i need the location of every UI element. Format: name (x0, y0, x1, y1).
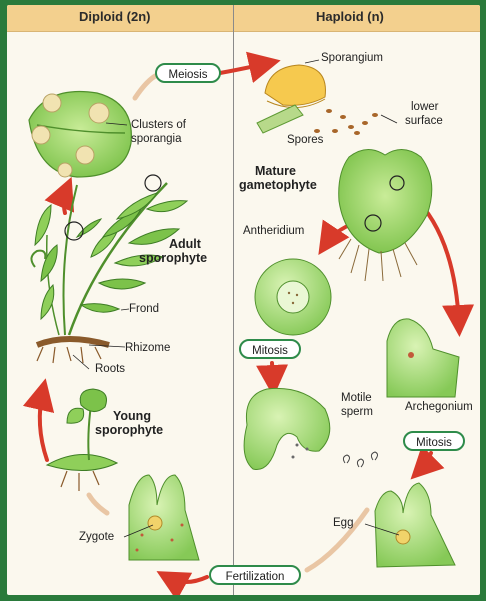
label-clusters-2: sporangia (131, 133, 182, 146)
label-mature-1: Mature (255, 164, 296, 178)
leaflet-with-sori (29, 92, 131, 177)
arrow-mitosis-2 (419, 453, 431, 471)
label-motile-1: Motile (341, 392, 372, 405)
arrow-zygote-to-young (89, 495, 107, 513)
motile-sperm (343, 452, 377, 467)
label-young-1: Young (113, 409, 151, 423)
arrow-to-meiosis (135, 75, 157, 98)
archegonium (387, 319, 459, 397)
label-frond: Frond (129, 303, 159, 316)
mitosis-stage-1: Mitosis (239, 339, 301, 359)
mature-gametophyte (339, 149, 432, 281)
arrow-mitosis-1 (272, 363, 273, 385)
arrow-adult-to-leaf (64, 188, 67, 213)
label-archegonium: Archegonium (405, 401, 473, 414)
meiosis-stage: Meiosis (155, 63, 221, 83)
open-antheridium (244, 388, 330, 469)
cycle-illustration (7, 5, 480, 595)
diagram-panel: Diploid (2n) Haploid (n) (7, 5, 480, 595)
zygote-archegonium (129, 475, 199, 560)
arrow-meiosis-to-sporangium (220, 63, 269, 73)
label-sporangium: Sporangium (321, 52, 383, 65)
sporangium (257, 65, 378, 135)
antheridium (255, 259, 331, 335)
label-adult-2: sporophyte (139, 251, 207, 265)
fertilization-stage: Fertilization (209, 565, 301, 585)
label-adult-1: Adult (169, 237, 201, 251)
mitosis-stage-2: Mitosis (403, 431, 465, 451)
young-sporophyte (47, 389, 117, 491)
arrow-young-to-adult (40, 390, 47, 460)
label-motile-2: sperm (341, 406, 373, 419)
egg-archegonium (375, 483, 455, 567)
label-lower-1: lower (411, 101, 438, 114)
label-zygote: Zygote (79, 531, 114, 544)
label-clusters-1: Clusters of (131, 119, 186, 132)
label-mature-2: gametophyte (239, 178, 317, 192)
label-spores: Spores (287, 134, 323, 147)
label-rhizome: Rhizome (125, 342, 170, 355)
arrow-fertilization-to-zygote (167, 577, 207, 582)
label-young-2: sporophyte (95, 423, 163, 437)
label-roots: Roots (95, 363, 125, 376)
label-lower-2: surface (405, 115, 443, 128)
label-antheridium: Antheridium (243, 225, 304, 238)
label-egg: Egg (333, 517, 353, 530)
adult-sporophyte (31, 175, 187, 363)
